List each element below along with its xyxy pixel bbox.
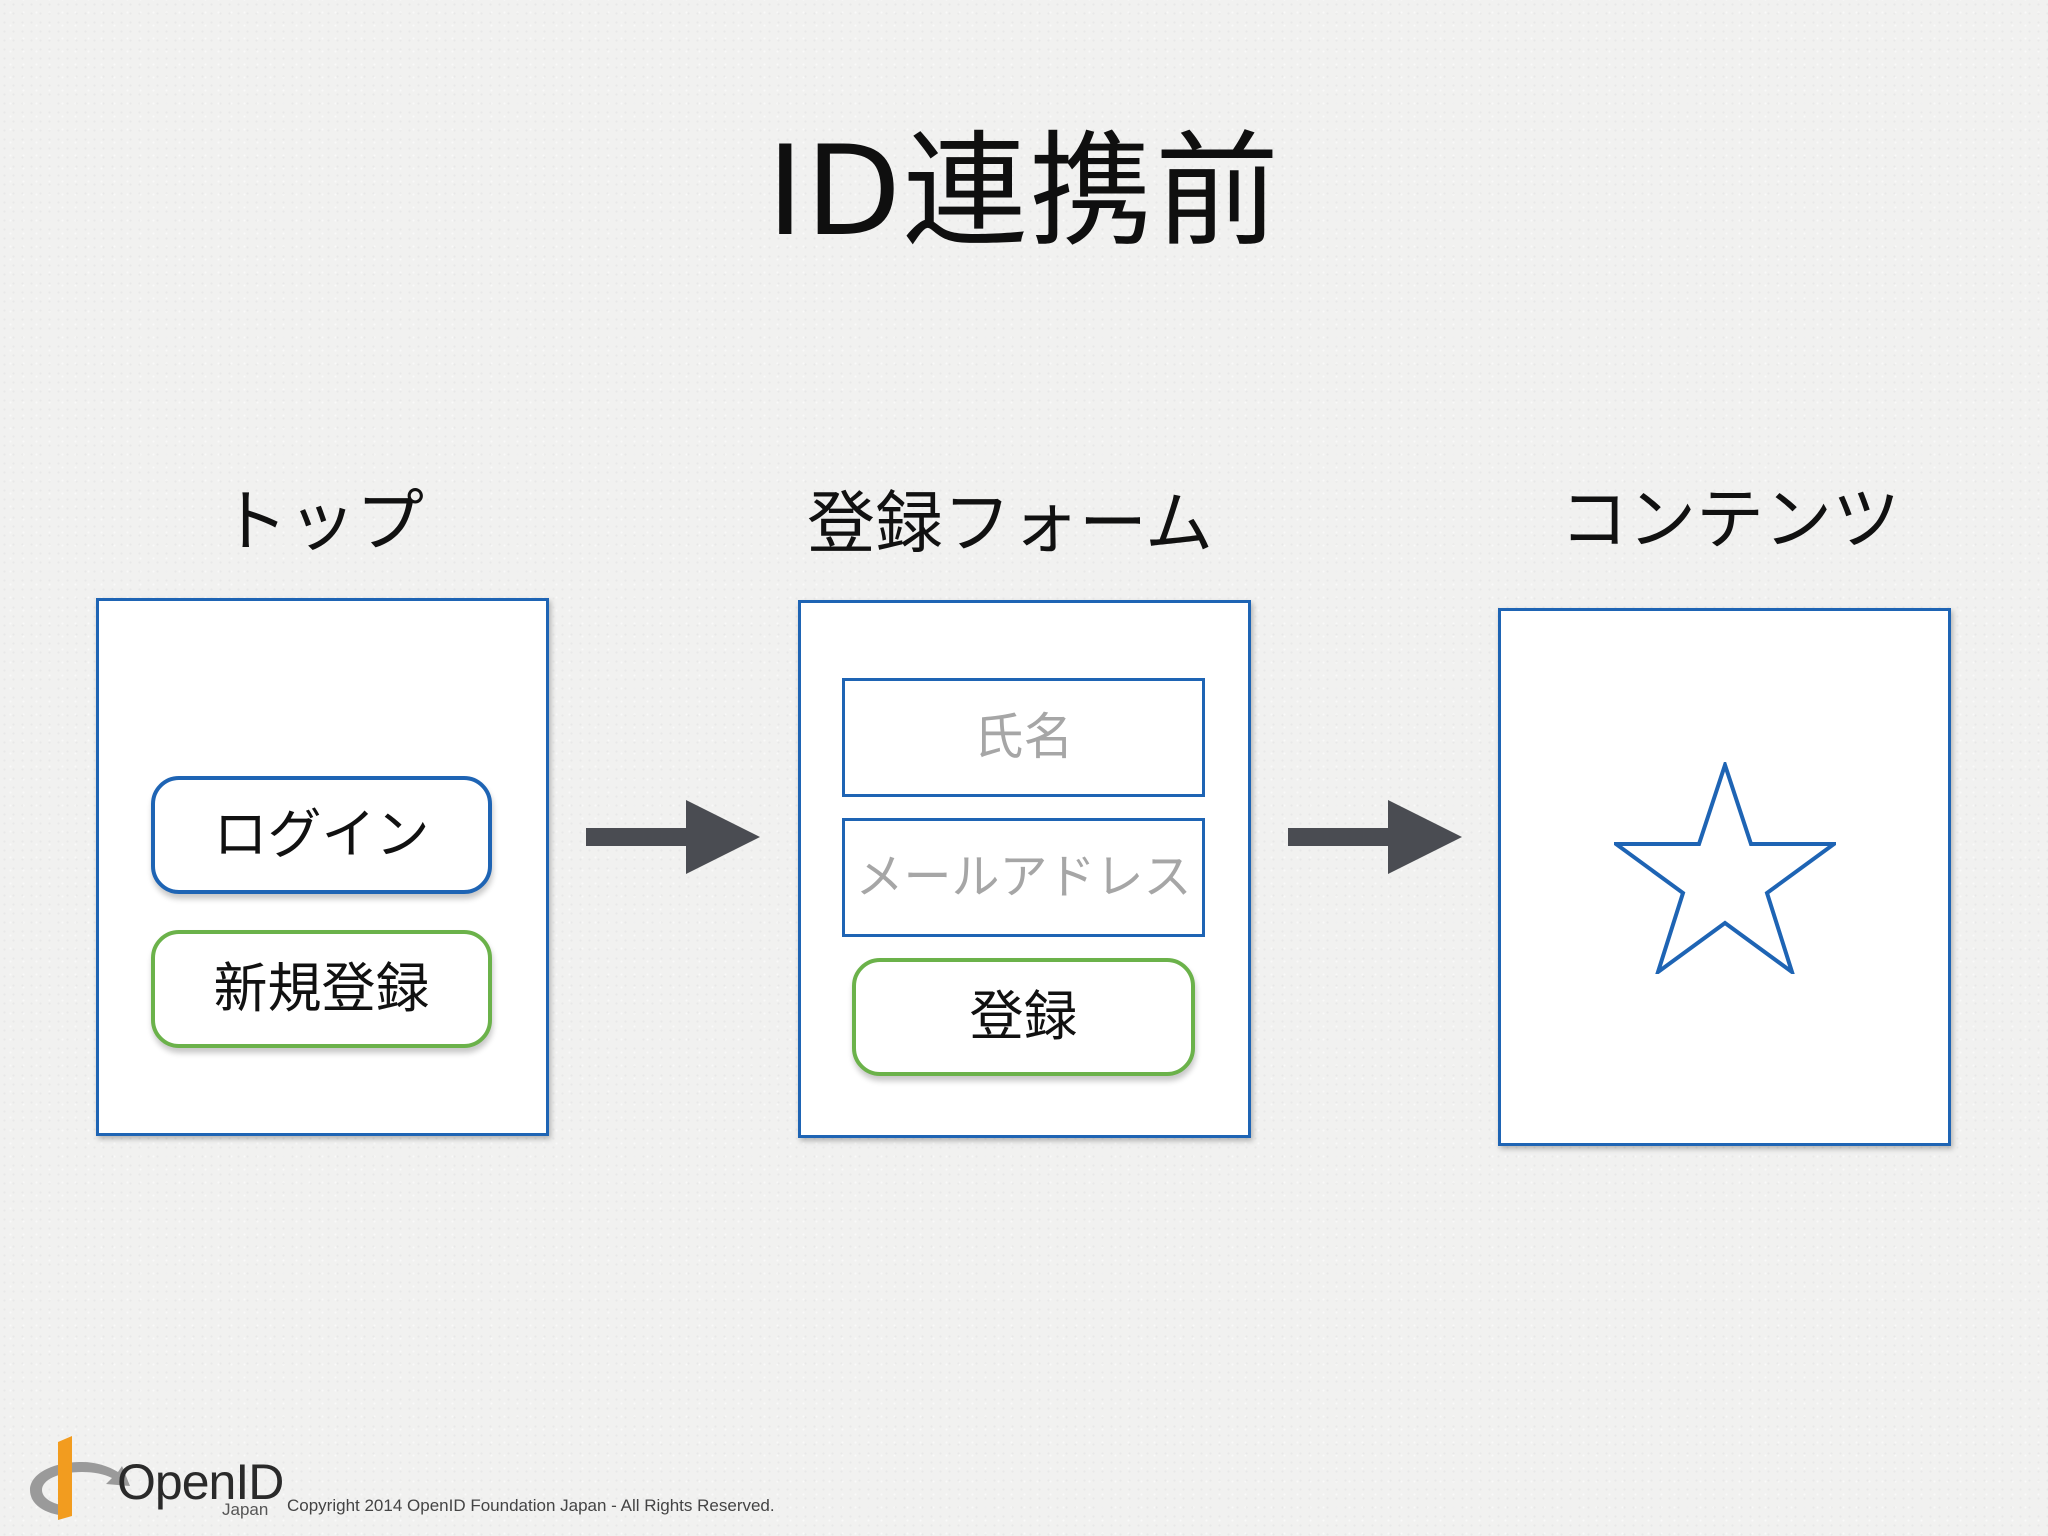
- register-submit-label: 登録: [969, 985, 1078, 1048]
- login-button-label: ログイン: [213, 803, 430, 866]
- openid-wordmark: OpenID: [117, 1454, 284, 1510]
- label-contents: コンテンツ: [1559, 481, 1900, 560]
- signup-button-label: 新規登録: [213, 957, 430, 1020]
- openid-logo-icon: [30, 1436, 130, 1520]
- label-top-page: トップ: [219, 483, 424, 562]
- signup-button[interactable]: 新規登録: [151, 930, 492, 1048]
- register-submit-button[interactable]: 登録: [852, 958, 1195, 1076]
- name-input-placeholder: 氏名: [973, 708, 1074, 766]
- label-registration-form: 登録フォーム: [807, 485, 1213, 564]
- name-input[interactable]: 氏名: [842, 678, 1205, 797]
- slide-title: ID連携前: [766, 120, 1282, 264]
- openid-japan-subtext: Japan: [222, 1500, 269, 1519]
- copyright-notice: Copyright 2014 OpenID Foundation Japan -…: [287, 1496, 775, 1515]
- flow-arrow-2: [1288, 800, 1462, 874]
- login-button[interactable]: ログイン: [151, 776, 492, 894]
- email-input-placeholder: メールアドレス: [855, 849, 1192, 905]
- email-input[interactable]: メールアドレス: [842, 818, 1205, 937]
- star-icon: [1614, 762, 1836, 974]
- flow-arrow-1: [586, 800, 760, 874]
